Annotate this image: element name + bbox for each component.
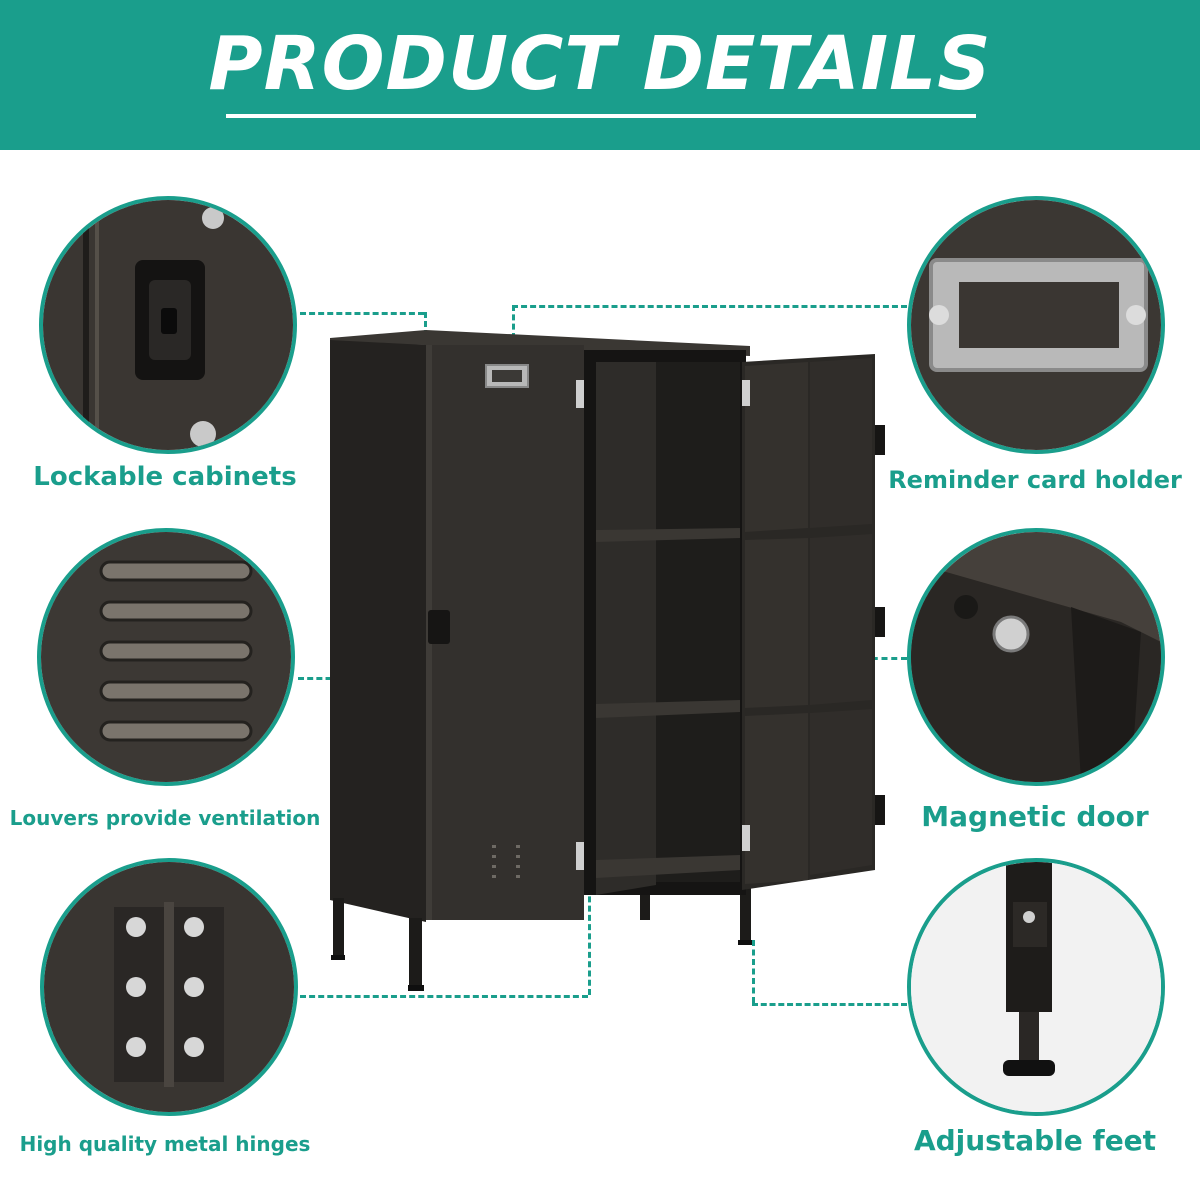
feature-label-louvers: Louvers provide ventilation	[9, 806, 321, 830]
connector-card	[512, 305, 907, 308]
foot-icon	[911, 862, 1161, 1112]
card-holder-detail-circle	[907, 196, 1165, 454]
connector-feet	[752, 1003, 907, 1006]
lock-detail-circle	[39, 196, 297, 454]
connector-hinge-v	[588, 850, 591, 995]
feature-label-card-holder: Reminder card holder	[888, 466, 1182, 494]
feature-label-lockable: Lockable cabinets	[33, 462, 297, 492]
card-holder-icon	[911, 200, 1161, 450]
feet-detail-circle	[907, 858, 1165, 1116]
hinge-icon	[44, 862, 294, 1112]
feature-label-magnetic: Magnetic door	[921, 800, 1149, 833]
lock-icon	[43, 200, 293, 450]
louver-detail-circle	[37, 528, 295, 786]
feature-label-hinges: High quality metal hinges	[19, 1132, 311, 1156]
connector-magnet	[862, 657, 907, 660]
hinge-detail-circle	[40, 858, 298, 1116]
connector-lock	[300, 312, 424, 315]
magnet-detail-circle	[907, 528, 1165, 786]
connector-hinge	[300, 995, 588, 998]
page-title: PRODUCT DETAILS	[208, 21, 992, 107]
magnet-icon	[911, 532, 1161, 782]
title-underline	[226, 114, 976, 118]
louver-icon	[41, 532, 291, 782]
feature-label-feet: Adjustable feet	[913, 1124, 1157, 1157]
header-banner: PRODUCT DETAILS	[0, 0, 1200, 150]
connector-feet-v	[752, 940, 755, 1003]
